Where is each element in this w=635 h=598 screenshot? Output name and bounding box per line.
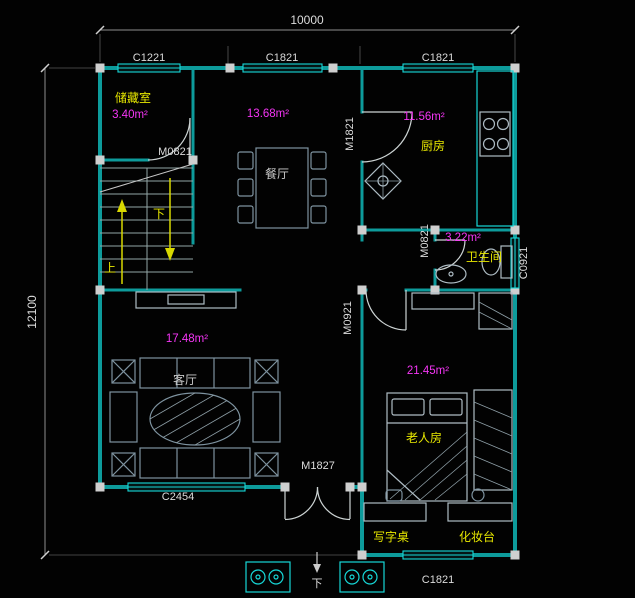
entry-down-label: 下: [312, 578, 323, 590]
door-label-kitchen: M1821: [344, 117, 356, 151]
door-label-bedroom: M0921: [342, 301, 354, 335]
stair-down-arrow: [165, 178, 175, 261]
stair-treads: [100, 167, 193, 290]
door-label-entry: M1827: [301, 460, 335, 472]
window-bottom-left: [127, 482, 246, 492]
window-label-top-left: C1221: [133, 52, 165, 64]
window-label-bottom-right: C1821: [422, 574, 454, 586]
corner-table-2: [254, 359, 279, 384]
entry-double-door: [284, 486, 351, 521]
door-label-bath: M0821: [419, 224, 431, 258]
structural-columns: [95, 63, 520, 560]
vanity-label: 化妆台: [459, 529, 495, 544]
room-area-bedroom: 21.45m²: [407, 365, 449, 377]
tv-cabinet: [135, 291, 237, 309]
window-bottom-right: [402, 550, 474, 560]
room-name-bedroom: 老人房: [406, 430, 442, 445]
window-label-top-mid: C1821: [266, 52, 298, 64]
walls: [98, 66, 517, 557]
bedroom-furniture: [363, 292, 513, 522]
window-label-top-right: C1821: [422, 52, 454, 64]
windows-layer: [117, 63, 520, 560]
stair-down-label: 下: [153, 207, 165, 221]
window-right: [510, 237, 520, 289]
staircase: [99, 163, 194, 290]
stair-up-label: 上: [104, 261, 116, 275]
corner-table-3: [111, 452, 136, 477]
dimension-layer: 10000 12100: [25, 13, 520, 560]
bed: [386, 392, 468, 502]
window-label-right: C0921: [518, 247, 530, 279]
entry-step-arrow: [313, 552, 321, 573]
bath-sink: [435, 264, 467, 284]
sofa-set: [109, 357, 281, 479]
living-furniture: [109, 291, 281, 479]
toilet: [481, 245, 513, 279]
window-top-right: [402, 63, 474, 73]
room-name-bath: 卫生间: [466, 250, 502, 264]
bedroom-door: [365, 289, 407, 331]
labels-layer: C1221 C1821 C1821 C0921 C2454 C1821 M082…: [104, 52, 530, 590]
equipment-box-left: [245, 561, 291, 593]
room-area-storage: 3.40m²: [112, 109, 148, 121]
kitchen-sink: [364, 162, 402, 200]
kitchen-fixtures: [364, 70, 514, 227]
bathroom-fixtures: [435, 245, 513, 284]
desk-label: 写字桌: [373, 529, 409, 544]
corner-table-1: [111, 359, 136, 384]
kitchen-door: [361, 111, 413, 163]
stair-break-line: [99, 163, 194, 193]
room-area-living: 17.48m²: [166, 333, 208, 345]
top-dimension-label: 10000: [290, 13, 324, 27]
storage-door: [147, 117, 191, 161]
equipment-box-right: [339, 561, 385, 593]
porch-area: [245, 552, 385, 593]
window-top-mid: [242, 63, 323, 73]
door-label-storage: M0821: [158, 146, 192, 158]
left-dimension-label: 12100: [25, 295, 39, 329]
dining-table-set: [237, 147, 327, 229]
room-area-kitchen: 11.56m²: [403, 111, 445, 123]
bath-door: [434, 239, 466, 271]
room-name-living: 客厅: [173, 372, 197, 387]
stair-up-arrow: [117, 199, 127, 284]
wardrobe: [473, 389, 513, 491]
bedroom-dresser: [411, 292, 475, 310]
room-name-storage: 储藏室: [115, 90, 151, 105]
vanity-table: [447, 488, 513, 522]
writing-desk: [363, 489, 427, 522]
corner-table-4: [254, 452, 279, 477]
room-area-dining: 13.68m²: [247, 108, 289, 120]
doors-layer: [147, 111, 466, 521]
room-area-bath: 3.22m²: [445, 232, 481, 244]
room-name-dining: 餐厅: [265, 166, 289, 181]
stove: [479, 111, 511, 157]
window-top-left: [117, 63, 181, 73]
window-label-bottom-left: C2454: [162, 491, 194, 503]
room-name-kitchen: 厨房: [421, 138, 445, 153]
kitchen-counter: [476, 70, 514, 227]
bedroom-cabinet: [478, 292, 513, 330]
coffee-table-rug: [149, 392, 241, 446]
